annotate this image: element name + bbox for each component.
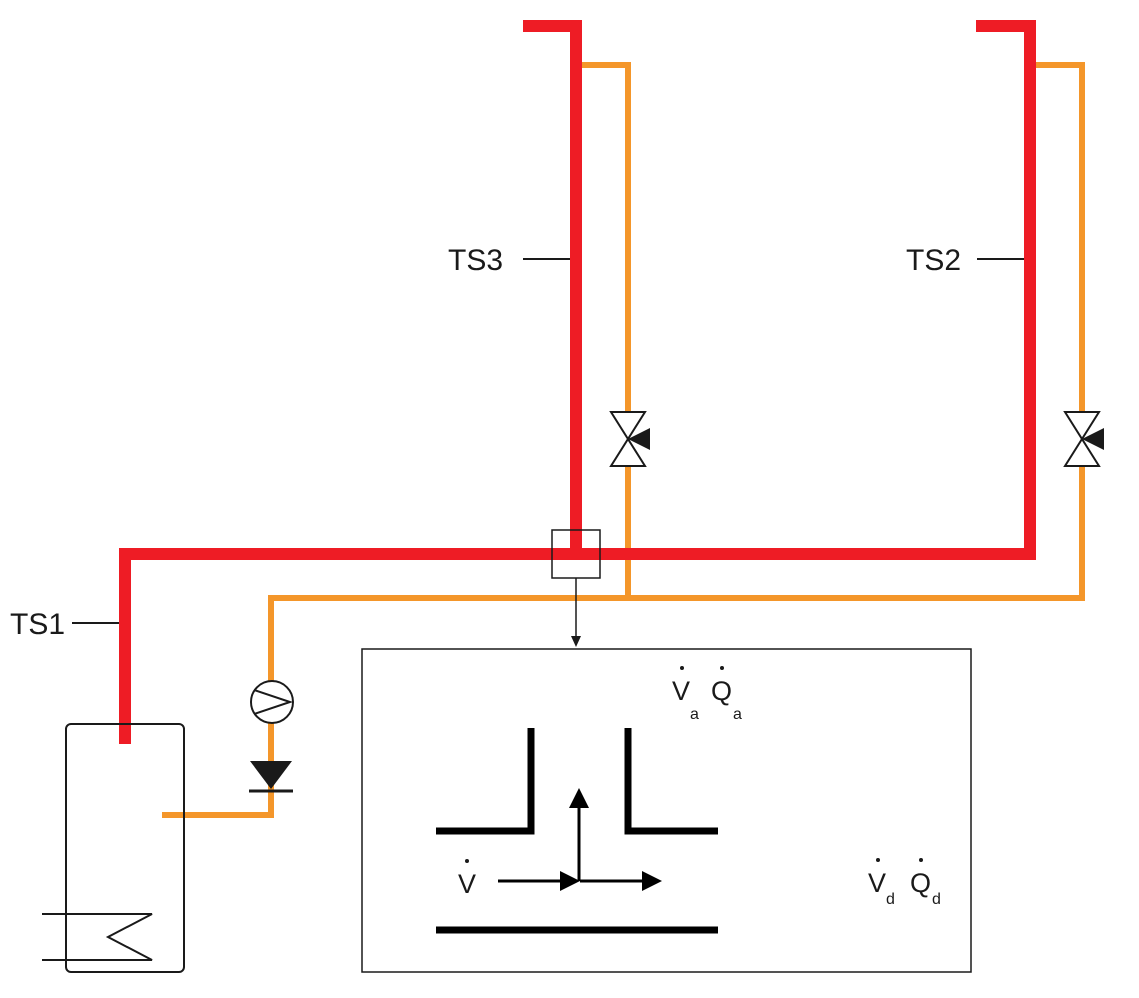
branch-flow-symbol: V [672, 676, 690, 706]
tee-wall-left [436, 728, 535, 835]
through-flow-arrowhead [642, 871, 662, 891]
supply-lines [119, 20, 1036, 744]
through-flow-label: V d [868, 858, 895, 908]
junction-pointer-arrowhead [571, 636, 581, 647]
tee-wall-right [624, 728, 718, 835]
circulation-pump-icon [250, 680, 294, 724]
supply-line-ts1-ts2 [119, 20, 1036, 744]
branch-flow-arrowhead [569, 788, 589, 808]
branch-flow-subscript: a [690, 706, 699, 723]
branch-heat-subscript: a [733, 706, 742, 723]
return-line-main [162, 466, 1085, 818]
heat-exchanger-coil-icon [42, 913, 153, 961]
storage-tank [42, 723, 185, 973]
junction-detail-box: V V a Q a V d Q d [361, 648, 972, 973]
ts2-label: TS2 [906, 244, 961, 277]
return-lines [162, 62, 1085, 818]
inflow-arrowhead [560, 871, 580, 891]
branch-heat-label: Q a [711, 666, 742, 723]
ts1-label: TS1 [10, 608, 65, 641]
inflow-symbol: V [458, 869, 476, 899]
branch-flow-label: V a [672, 666, 699, 723]
through-flow-subscript: d [886, 891, 895, 908]
return-line-ts2-upper [1031, 62, 1085, 412]
ts3-label: TS3 [448, 244, 503, 277]
return-line-ts3-upper [578, 62, 631, 412]
branch-heat-symbol: Q [711, 676, 732, 706]
valve-ts3-icon [609, 411, 650, 467]
through-heat-label: Q d [910, 858, 941, 908]
through-heat-symbol: Q [910, 868, 931, 898]
through-flow-symbol: V [868, 868, 886, 898]
supply-line-ts3 [523, 20, 582, 554]
through-heat-subscript: d [932, 891, 941, 908]
inflow-label: V [458, 859, 476, 899]
check-valve-icon [249, 761, 293, 793]
valve-ts2-icon [1063, 411, 1104, 467]
